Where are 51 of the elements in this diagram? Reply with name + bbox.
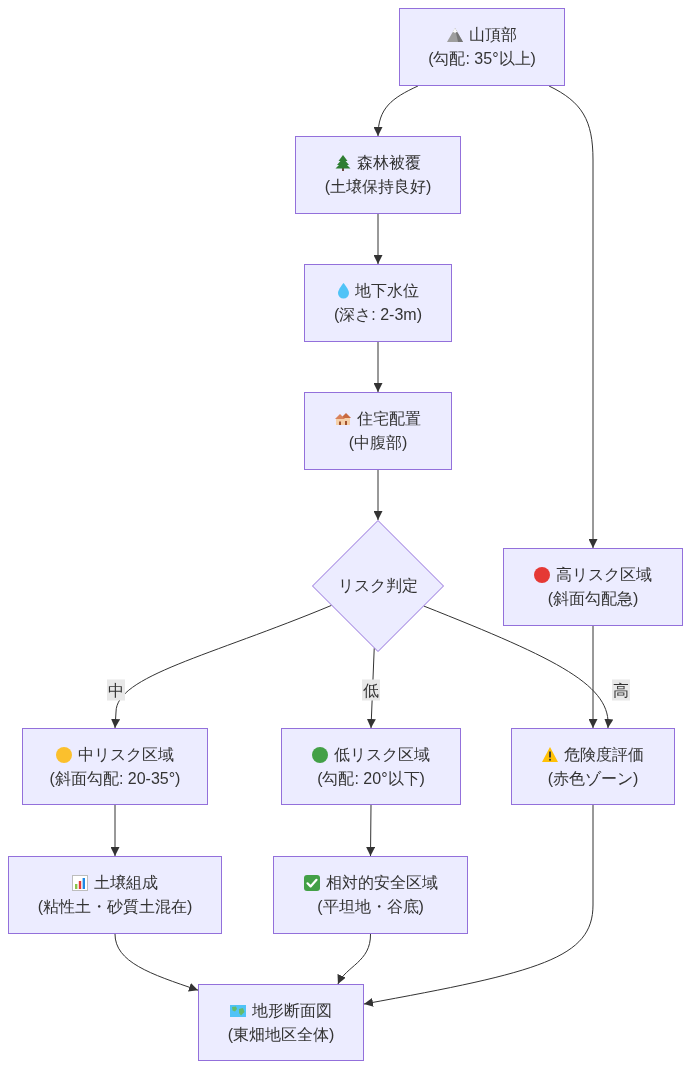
title-text: 相対的安全区域	[325, 873, 438, 893]
process-box	[304, 264, 452, 342]
decision-diamond	[312, 520, 444, 652]
title-text: 地形断面図	[252, 1000, 332, 1021]
arrow	[114, 933, 199, 992]
arrow	[373, 469, 383, 521]
decision-text: リスク判定	[338, 576, 418, 596]
process-box	[22, 728, 208, 805]
arrow	[110, 804, 120, 857]
edge-label: 中	[107, 679, 125, 701]
arrow	[588, 625, 598, 729]
arrow	[373, 85, 419, 137]
process-box	[399, 8, 565, 86]
arrow	[373, 213, 383, 265]
detail-text: (平坦地・谷底)	[317, 897, 424, 917]
title-text: 高リスク区域	[556, 565, 652, 585]
detail-text: (中腹部)	[348, 433, 408, 453]
arrow	[548, 85, 598, 549]
detail-text: (斜面勾配急)	[547, 589, 639, 609]
detail-text: (勾配: 35°以上)	[428, 49, 536, 69]
process-box	[511, 728, 675, 805]
process-box	[503, 548, 683, 626]
edge-label: 高	[612, 679, 630, 701]
detail-text: (斜面勾配: 20-35°)	[49, 768, 181, 789]
detail-text: (深さ: 2-3m)	[334, 305, 422, 325]
title-text: 危険度評価	[564, 744, 644, 765]
title-text: 地下水位	[354, 281, 419, 301]
title-text: 住宅配置	[357, 409, 421, 429]
detail-text: (東畑地区全体)	[227, 1024, 335, 1045]
edge-label: 低	[362, 679, 380, 701]
title-text: 中リスク区域	[78, 744, 174, 765]
process-box	[304, 392, 452, 470]
arrow	[423, 605, 613, 729]
title-text: 森林被覆	[357, 153, 421, 173]
detail-text: (赤色ゾーン)	[547, 768, 639, 789]
process-box	[281, 728, 461, 805]
process-box	[198, 984, 364, 1061]
arrow	[373, 341, 383, 393]
arrow	[363, 804, 594, 1007]
detail-text: (土壌保持良好)	[324, 177, 432, 197]
detail-text: (勾配: 20°以下)	[317, 768, 425, 789]
arrow	[337, 933, 371, 985]
process-box	[295, 136, 461, 214]
arrow	[366, 804, 376, 857]
process-box	[273, 856, 468, 934]
arrow	[111, 604, 332, 729]
process-box	[8, 856, 222, 934]
title-text: 土壌組成	[94, 873, 158, 893]
title-text: 低リスク区域	[334, 744, 430, 765]
title-text: 山頂部	[469, 25, 517, 45]
detail-text: (粘性土・砂質土混在)	[37, 897, 193, 917]
